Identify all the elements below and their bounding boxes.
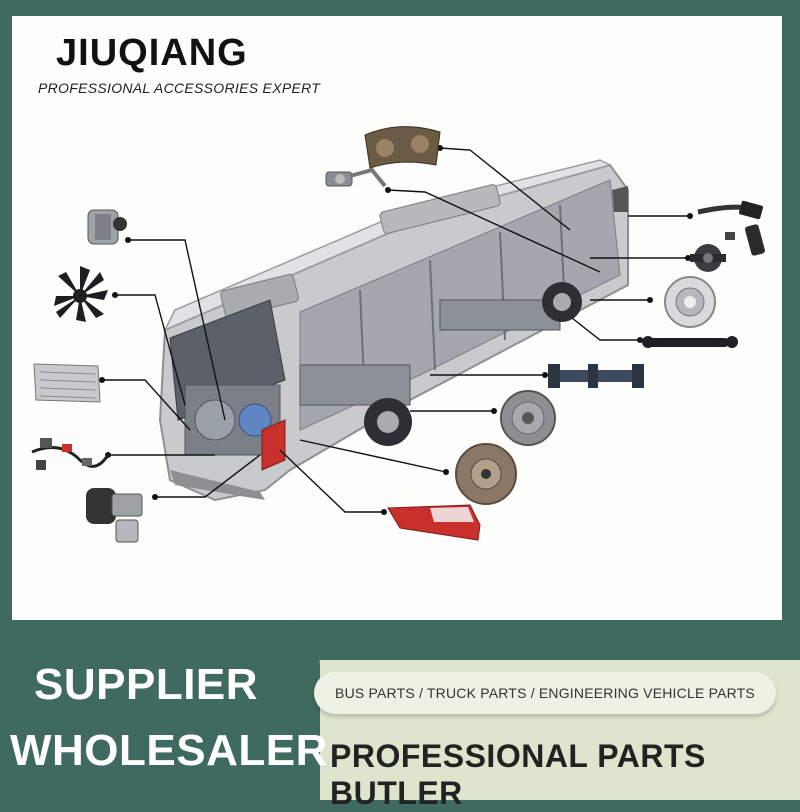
mirror-icon [697, 200, 765, 256]
shock-absorber-icon [642, 336, 738, 348]
brand-name: JIUQIANG [56, 32, 248, 74]
footer-wholesaler: WHOLESALER [10, 726, 328, 775]
footer-slogan: PROFESSIONAL PARTS BUTLER [330, 738, 706, 811]
clutch-pressure-plate-icon [500, 390, 556, 446]
leader-dots [99, 145, 693, 515]
air-dryer-icon [86, 488, 143, 543]
door-valve-icon [325, 167, 387, 188]
footer-left-panel [0, 620, 320, 800]
categories-text: BUS PARTS / TRUCK PARTS / ENGINEERING VE… [335, 685, 755, 701]
hub-icon [664, 276, 716, 328]
bus [158, 159, 629, 502]
leader-lines [102, 147, 690, 513]
cooling-fan-icon [54, 266, 108, 322]
differential-icon [690, 244, 726, 272]
instrument-cluster-icon [364, 126, 441, 169]
clutch-disc-icon [455, 443, 517, 505]
drive-shaft-icon [548, 364, 644, 388]
tail-light-icon [387, 504, 481, 541]
radiator-icon [33, 363, 101, 403]
alternator-icon [87, 209, 127, 245]
wiring-harness-icon [31, 438, 110, 470]
footer-supplier: SUPPLIER [34, 660, 259, 709]
categories-pill: BUS PARTS / TRUCK PARTS / ENGINEERING VE… [314, 672, 776, 714]
brand-tagline: PROFESSIONAL ACCESSORIES EXPERT [38, 80, 321, 96]
